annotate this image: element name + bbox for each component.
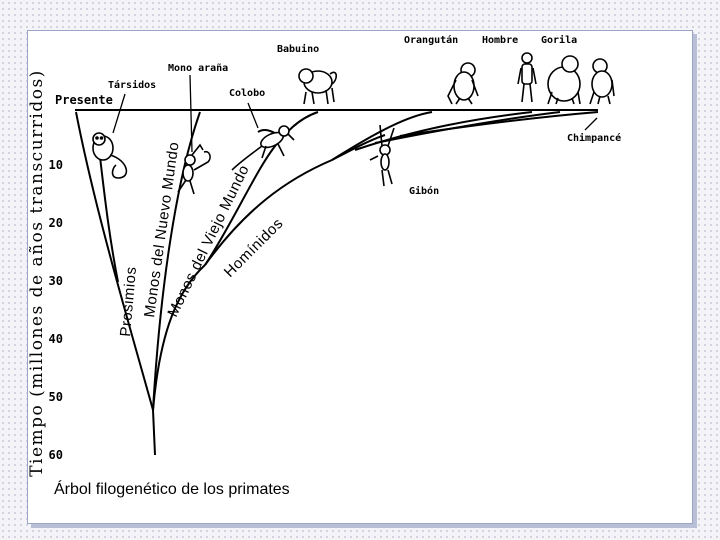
label-orangutan: Orangután [404,34,458,46]
colobus-icon [231,125,295,171]
label-man: Hombre [482,35,518,46]
label-gibbon: Gibón [409,185,439,197]
branch-catarrhine-stem [152,264,206,411]
branch-old-world [204,137,283,266]
orangutan-icon [447,62,479,105]
spider-monkey-icon [177,143,211,195]
gorilla-icon [547,55,581,105]
branch-chimpanzee [399,111,599,137]
tick-40: 40 [49,332,63,346]
label-hominids: Homínidos [221,215,287,281]
label-gorilla: Gorila [541,34,577,46]
tick-20: 20 [49,216,63,230]
label-old-world: Monos del Viejo Mundo [164,162,252,320]
man-icon [517,52,537,103]
tick-60: 60 [49,448,63,462]
tick-30: 30 [49,274,63,288]
branch-orangutan [331,111,433,161]
tick-10: 10 [49,158,63,172]
branch-prosimians [75,111,154,411]
y-axis-label: Tiempo (millones de años transcurridos) [27,69,47,477]
label-tarsiers: Társidos [108,79,156,91]
branch-prosimians-inner [97,139,119,283]
branch-gorilla [374,111,561,144]
chimpanzee-icon [589,58,615,105]
present-label: Presente [55,93,113,107]
gibbon-icon [369,124,395,187]
label-baboon: Babuino [277,43,319,55]
branch-hominids [204,159,333,266]
label-colobus: Colobo [229,88,265,99]
label-prosimians: Prosimios [117,266,140,338]
label-chimpanzee: Chimpancé [567,132,621,144]
tarsier-icon [92,132,128,179]
branch-root [152,409,156,456]
baboon-icon [298,68,338,105]
slide-caption: Árbol filogenético de los primates [48,476,296,504]
slide-card [27,30,693,524]
label-spider-monkey: Mono araña [168,63,228,74]
tick-50: 50 [49,390,63,404]
